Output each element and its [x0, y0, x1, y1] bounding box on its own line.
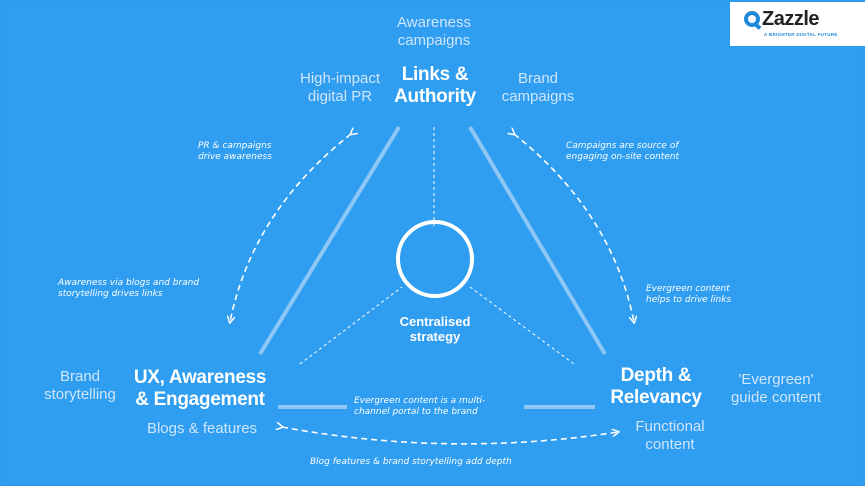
blogs-features-label: Blogs & features: [146, 420, 258, 437]
center-circle: [396, 220, 474, 298]
zazzle-logo-icon: [744, 11, 760, 27]
links-authority-title: Links &Authority: [394, 64, 476, 108]
multichannel-portal-note: Evergreen content is a multi-channel por…: [354, 396, 486, 418]
arrow-bottom-curve: [282, 427, 618, 445]
zazzle-logo-tagline: A BRIGHTER DIGITAL FUTURE: [764, 32, 838, 37]
ux-awareness-engagement-title: UX, Awareness& Engagement: [133, 367, 267, 411]
arrow-right-curve: [514, 134, 634, 322]
depth-relevancy-title: Depth &Relevancy: [610, 365, 702, 409]
arrow-left-curve: [230, 134, 351, 322]
evergreen-guide-label: 'Evergreen'guide content: [730, 371, 822, 406]
bottom-depth-note: Blog features & brand storytelling add d…: [310, 457, 512, 467]
zazzle-logo-name: Zazzle: [762, 8, 820, 30]
zazzle-logo: Zazzle A BRIGHTER DIGITAL FUTURE: [730, 2, 865, 46]
